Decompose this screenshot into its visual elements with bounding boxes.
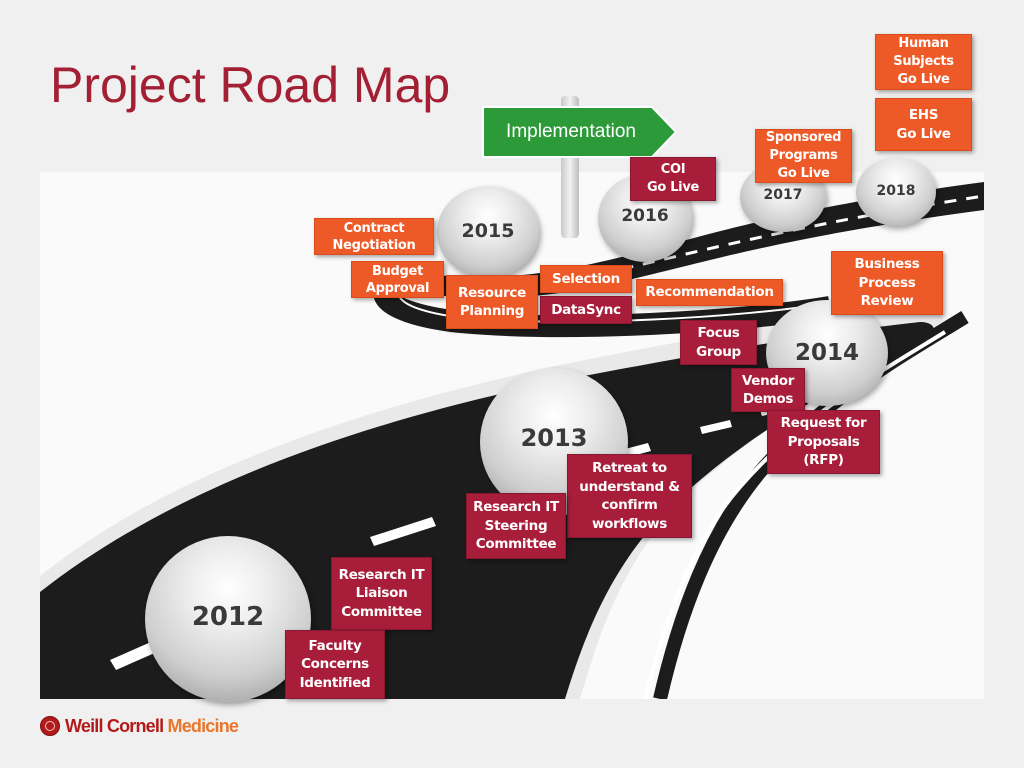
slide-title: Project Road Map [50,57,451,113]
milestone-2018: 2018 [856,158,936,226]
box-faculty-concerns: Faculty Concerns Identified [285,630,385,699]
implementation-sign: Implementation [482,106,677,158]
milestone-2017-label: 2017 [763,187,803,203]
milestone-2013-label: 2013 [520,424,588,452]
milestone-2015: 2015 [437,186,539,278]
box-ehs: EHS Go Live [875,98,972,151]
box-coi-text: COI Go Live [646,162,700,195]
milestone-2015-label: 2015 [461,220,515,242]
sign-label: Implementation [506,121,636,142]
box-resource-planning: Resource Planning [446,275,538,329]
box-rfp: Request for Proposals (RFP) [767,410,880,474]
weill-cornell-seal-icon [40,716,60,736]
box-retreat-text: Retreat to understand & confirm workflow… [579,460,680,532]
box-coi: COI Go Live [630,157,716,201]
box-faculty-concerns-text: Faculty Concerns Identified [299,637,371,691]
box-budget-approval-text: Budget Approval [365,263,430,296]
box-rfp-text: Request for Proposals (RFP) [780,415,867,469]
milestone-2012: 2012 [145,536,311,702]
box-vendor-demos: Vendor Demos [731,368,805,412]
box-liaison-committee: Research IT Liaison Committee [331,557,432,630]
box-recommendation-text: Recommendation [645,284,774,301]
box-recommendation: Recommendation [636,279,783,306]
logo-text-part1: Weill Cornell [65,715,168,736]
box-budget-approval: Budget Approval [351,261,444,298]
milestone-2014-label: 2014 [794,340,859,366]
box-human-subjects-text: Human Subjects Go Live [893,36,954,87]
box-steering-committee-text: Research IT Steering Committee [473,499,559,553]
box-vendor-demos-text: Vendor Demos [741,372,795,408]
box-retreat: Retreat to understand & confirm workflow… [567,454,692,538]
milestone-2018-label: 2018 [876,183,916,199]
milestone-2016-label: 2016 [621,206,669,226]
box-steering-committee: Research IT Steering Committee [466,493,566,559]
box-resource-planning-text: Resource Planning [458,284,526,320]
box-selection: Selection [540,265,632,293]
box-datasync-text: DataSync [551,301,621,318]
box-selection-text: Selection [552,270,620,287]
box-business-process-review-text: Business Process Review [854,256,920,310]
box-contract-negotiation: Contract Negotiation [314,218,434,255]
box-ehs-text: EHS Go Live [896,107,951,142]
arrow-sign-icon [482,106,677,158]
logo-text: Weill Cornell Medicine [65,715,239,737]
box-focus-group-text: Focus Group [696,325,741,360]
box-liaison-committee-text: Research IT Liaison Committee [338,566,425,620]
logo-text-part2: Medicine [167,715,239,736]
weill-cornell-logo: Weill Cornell Medicine [40,715,239,737]
box-datasync: DataSync [540,296,632,324]
box-human-subjects: Human Subjects Go Live [875,34,972,90]
box-sponsored-programs-text: Sponsored Programs Go Live [765,130,842,181]
box-contract-negotiation-text: Contract Negotiation [332,220,416,253]
box-sponsored-programs: Sponsored Programs Go Live [755,129,852,183]
box-focus-group: Focus Group [680,320,757,365]
milestone-2012-label: 2012 [191,602,265,632]
box-business-process-review: Business Process Review [831,251,943,315]
